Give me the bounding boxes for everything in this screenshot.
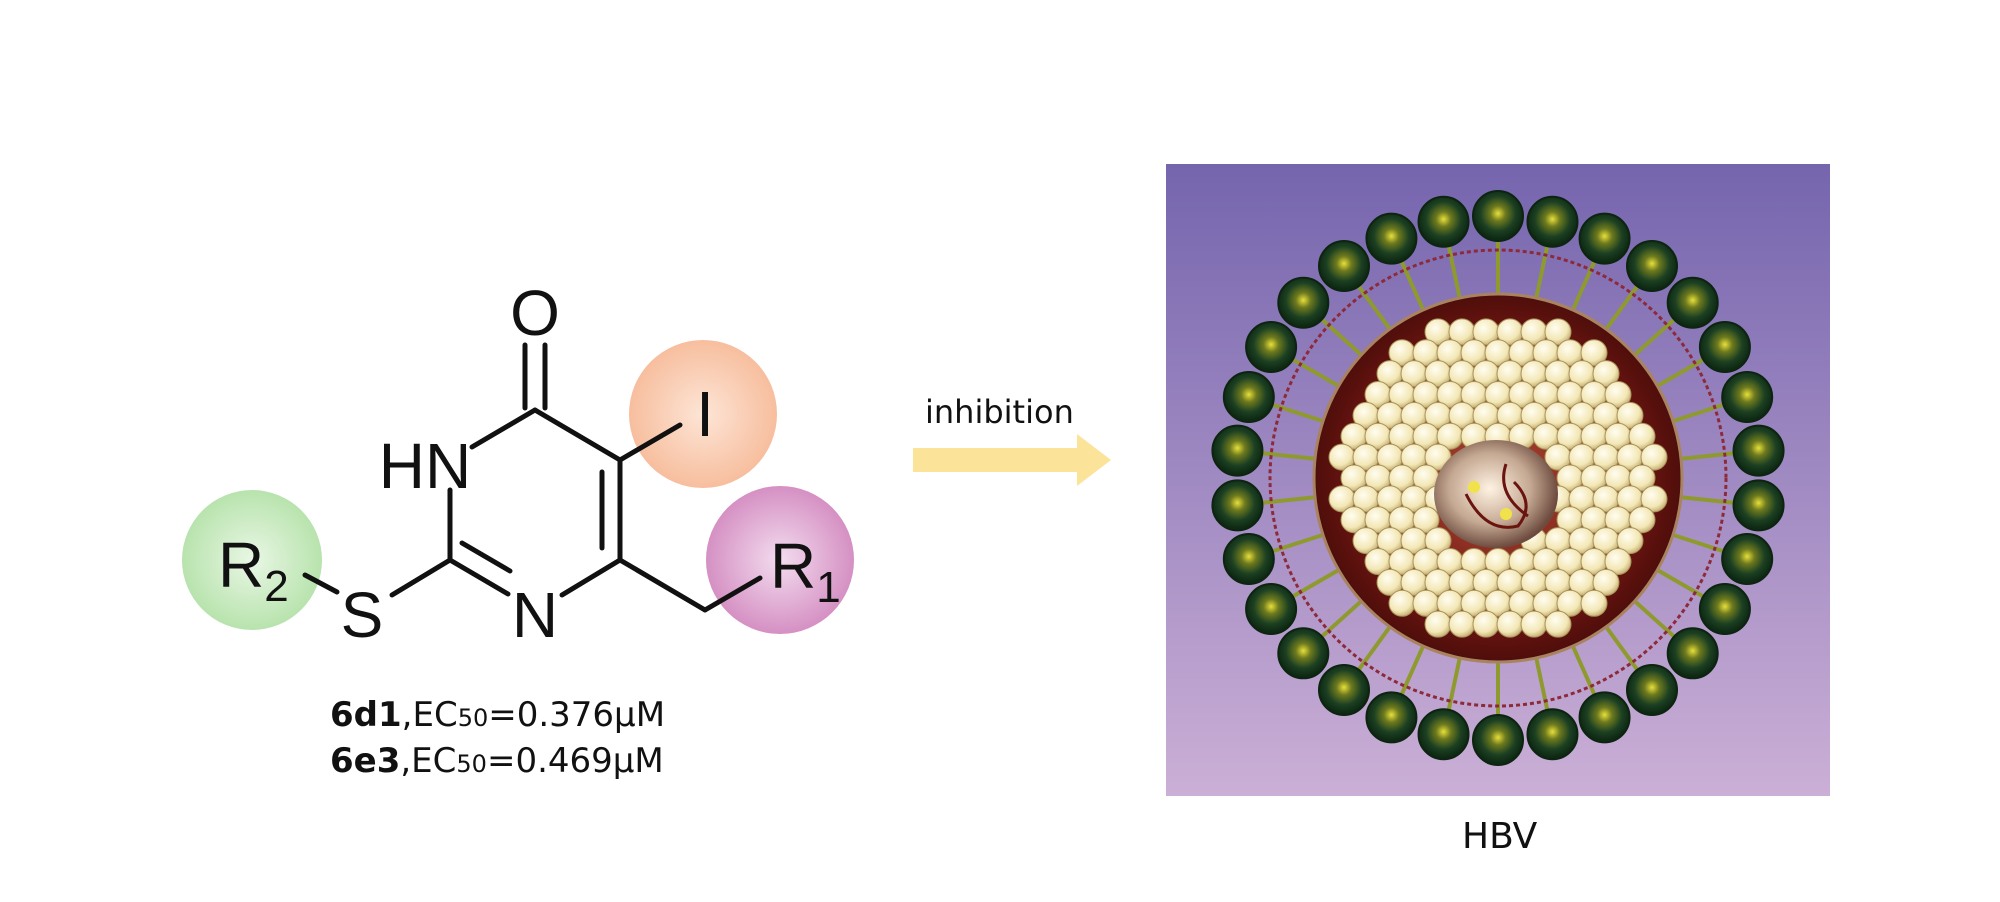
capsomer: [1580, 589, 1608, 617]
nitrogen-label: N: [512, 579, 558, 651]
envelope-protein: [1277, 627, 1330, 680]
envelope-protein: [1277, 276, 1330, 329]
compound-name: 6d1: [330, 695, 402, 735]
capsomer: [1616, 527, 1644, 555]
iodine-label: I: [696, 378, 714, 450]
capsomer: [1424, 527, 1452, 555]
envelope-protein: [1698, 321, 1751, 373]
capsomer: [1412, 506, 1440, 534]
envelope-protein: [1625, 240, 1678, 293]
ec-label: ,EC: [401, 695, 458, 735]
envelope-protein: [1211, 479, 1264, 532]
bond-lines: [302, 342, 763, 613]
capsomer: [1544, 610, 1572, 638]
ec-value: =0.376μM: [488, 695, 666, 735]
envelope-protein: [1318, 663, 1371, 716]
envelope-protein: [1721, 371, 1774, 424]
iodine-highlight: [629, 340, 777, 488]
capsomer: [1496, 610, 1524, 638]
compound-name: 6e3: [330, 741, 401, 781]
envelope-protein: [1365, 691, 1418, 744]
capsomer-cluster: [1328, 318, 1668, 638]
r1-subscript: 1: [816, 563, 840, 612]
envelope-protein: [1222, 532, 1275, 585]
capsomer: [1592, 360, 1620, 388]
capsomer: [1640, 443, 1668, 471]
capsomer: [1544, 318, 1572, 346]
envelope-protein: [1578, 212, 1631, 265]
ec-subscript: 50: [456, 750, 487, 778]
envelope-protein: [1698, 583, 1751, 635]
envelope-protein: [1211, 424, 1264, 477]
r2-highlight: [182, 490, 322, 630]
oxygen-label: O: [510, 277, 560, 349]
envelope-protein: [1245, 583, 1298, 635]
r1-highlight: [706, 486, 854, 634]
envelope-proteins: [1211, 190, 1785, 766]
capsomer: [1388, 589, 1416, 617]
r2-letter: R: [218, 529, 264, 601]
ec-subscript: 50: [457, 704, 489, 732]
capsomer: [1520, 610, 1548, 638]
capsomer: [1448, 610, 1476, 638]
ec-label: ,EC: [400, 741, 457, 781]
envelope-protein: [1732, 424, 1785, 477]
hbv-label: HBV: [1462, 816, 1538, 857]
ec-value: =0.469μM: [486, 741, 664, 781]
envelope-protein: [1365, 212, 1418, 265]
capsomer: [1628, 506, 1656, 534]
envelope-protein: [1472, 714, 1524, 766]
hbv-virus-illustration: [1166, 164, 1830, 796]
envelope-protein: [1721, 532, 1774, 585]
inhibition-label: inhibition: [925, 393, 1074, 431]
sulfur-label: S: [341, 579, 384, 651]
chemical-structure: O HN N S I R1 R2: [182, 277, 854, 651]
capsomer: [1592, 568, 1620, 596]
inhibition-arrow: [913, 434, 1111, 486]
envelope-protein: [1625, 663, 1678, 716]
envelope-membrane: [1268, 248, 1728, 708]
envelope-protein: [1666, 276, 1719, 329]
envelope-protein: [1417, 708, 1470, 761]
envelope-protein: [1245, 321, 1298, 373]
capsomer: [1472, 610, 1500, 638]
arrow-shape: [913, 434, 1111, 486]
capsomer: [1580, 339, 1608, 367]
capsomer: [1628, 422, 1656, 450]
capsomer: [1604, 548, 1632, 576]
envelope-protein: [1526, 708, 1579, 761]
envelope-protein: [1222, 371, 1275, 424]
viral-dna-strand: [1502, 463, 1529, 518]
r1-label: R1: [770, 530, 841, 612]
envelope-protein: [1578, 691, 1631, 744]
r1-letter: R: [770, 530, 816, 602]
envelope-protein: [1666, 627, 1719, 680]
viral-core: [1434, 440, 1558, 548]
compound-caption-2: 6e3,EC50=0.469μM: [330, 738, 664, 787]
r2-label: R2: [218, 529, 289, 611]
capsid-rim: [1312, 292, 1684, 664]
capsomer: [1604, 380, 1632, 408]
nh-label: HN: [379, 430, 471, 502]
envelope-protein: [1732, 479, 1785, 532]
capsomer: [1424, 610, 1452, 638]
compound-caption-1: 6d1,EC50=0.376μM: [330, 692, 665, 741]
envelope-protein: [1417, 195, 1470, 248]
viral-dna-strand: [1464, 480, 1528, 529]
capsomer: [1616, 401, 1644, 429]
envelope-protein: [1318, 240, 1371, 293]
capsomer: [1640, 485, 1668, 513]
envelope-protein: [1472, 190, 1524, 242]
polymerase-dot: [1500, 508, 1512, 520]
r2-subscript: 2: [264, 562, 288, 611]
envelope-protein: [1526, 195, 1579, 248]
capsomer: [1628, 464, 1656, 492]
polymerase-dot: [1468, 481, 1480, 493]
